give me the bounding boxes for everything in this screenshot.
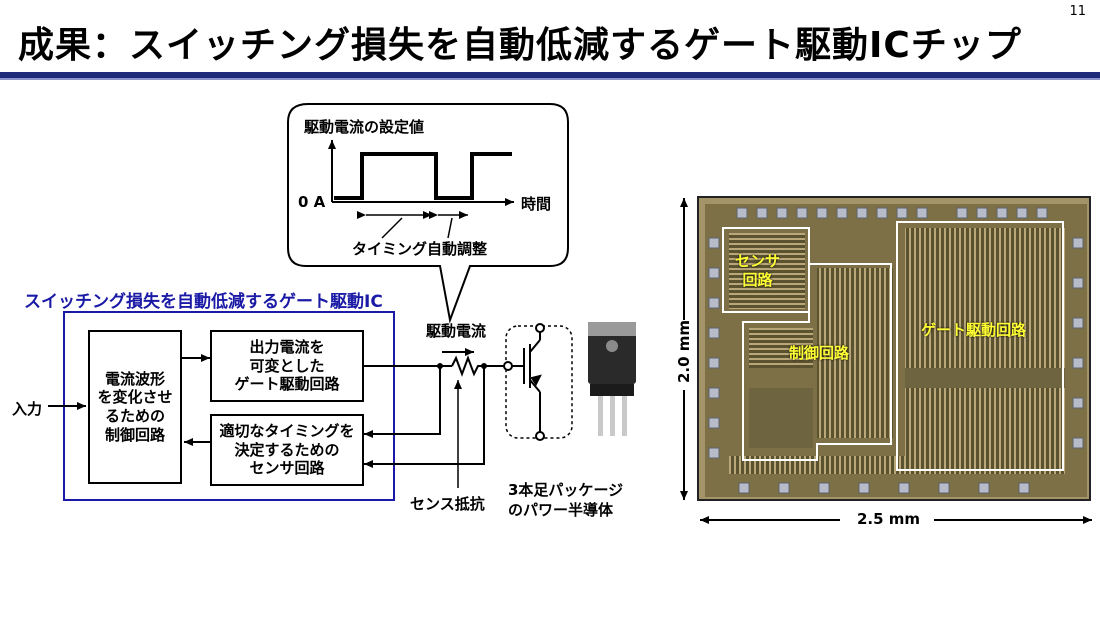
chip-dimension-arrows <box>680 198 1092 524</box>
timing-arrows <box>357 211 468 239</box>
control-region-label: 制御回路 <box>789 344 850 362</box>
page-number: 11 <box>1069 4 1086 19</box>
power-device-label: 3本足パッケージ のパワー半導体 <box>508 481 624 519</box>
to247-package-image <box>588 322 636 436</box>
chip-width-label: 2.5 mm <box>857 510 921 528</box>
zero-amp-label: 0 A <box>298 193 326 211</box>
chip-micrograph: センサ 回路 制御回路 ゲート駆動回路 <box>697 196 1091 501</box>
title-rule <box>0 72 1100 78</box>
driver-region-label: ゲート駆動回路 <box>921 321 1027 339</box>
sensor-circuit-block: 適切なタイミングを 決定するための センサ回路 <box>210 414 364 486</box>
timing-adjust-label: タイミング自動調整 <box>352 240 488 258</box>
circuit-diagram <box>48 103 636 501</box>
drive-current-label: 駆動電流 <box>426 322 487 340</box>
input-label: 入力 <box>12 400 43 418</box>
page-title: 成果：スイッチング損失を自動低減するゲート駆動ICチップ <box>18 25 1022 66</box>
time-label: 時間 <box>521 195 552 213</box>
control-circuit-block: 電流波形 を変化させ るための 制御回路 <box>88 330 182 484</box>
callout-heading: 駆動電流の設定値 <box>304 118 425 136</box>
chip-height-label: 2.0 mm <box>675 319 693 383</box>
title-rule-light <box>0 78 1100 80</box>
gate-driver-block: 出力電流を 可変とした ゲート駆動回路 <box>210 330 364 402</box>
sensor-region-label: センサ 回路 <box>735 252 781 289</box>
drive-current-waveform <box>334 152 512 200</box>
sense-resistor <box>451 355 504 377</box>
sense-resistor-label: センス抵抗 <box>410 495 485 513</box>
power-transistor-symbol <box>503 323 573 441</box>
ic-title-label: スイッチング損失を自動低減するゲート駆動IC <box>24 292 383 312</box>
